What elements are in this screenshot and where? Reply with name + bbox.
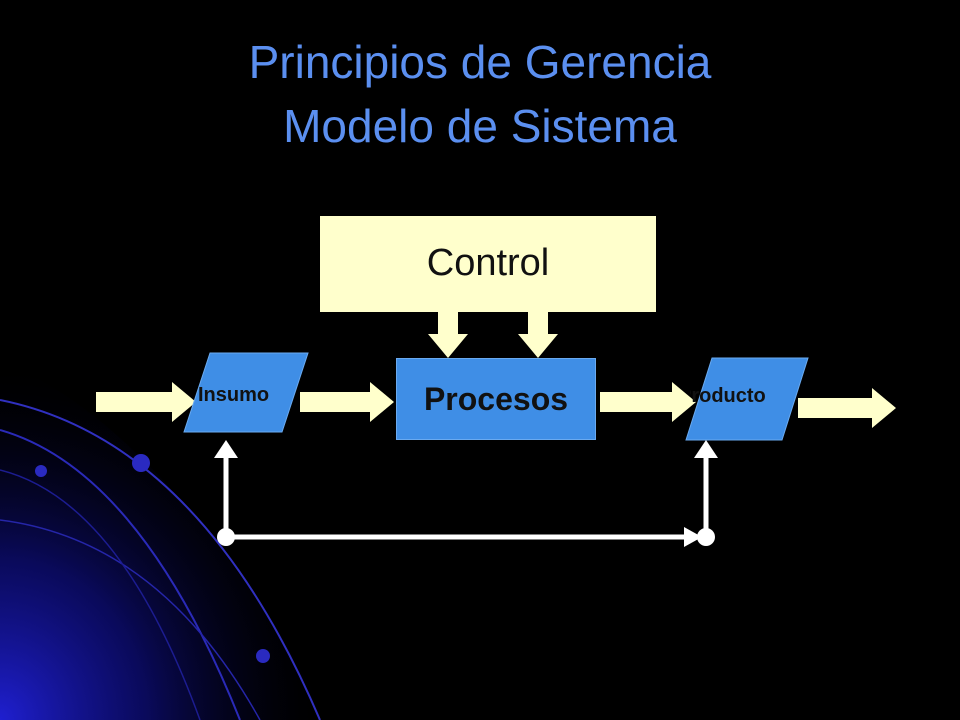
decor-dot [35, 465, 47, 477]
control-arrow-left [428, 300, 468, 358]
input-shape [183, 352, 309, 433]
output-label: Producto [690, 385, 766, 407]
feedback-arrowhead-left [214, 440, 238, 458]
feedback-node-left [217, 528, 235, 546]
feedback-node-right [697, 528, 715, 546]
process-box: Procesos [396, 358, 596, 440]
process-label: Procesos [423, 380, 569, 417]
input-label: Insumo [198, 384, 270, 406]
decor-dot [256, 649, 270, 663]
output-arrow [798, 388, 896, 428]
output-shape [685, 357, 809, 441]
control-label: Control [426, 241, 550, 284]
decor-dot [132, 454, 150, 472]
feedback-arrowhead-bottom [684, 527, 702, 547]
slide-title-line-2: Modelo de Sistema [283, 100, 677, 152]
slide-title-line-1: Principios de Gerencia [248, 36, 712, 88]
input-arrow [96, 382, 196, 422]
feedback-arrowhead-right [694, 440, 718, 458]
process-to-output-arrow [600, 382, 696, 422]
control-box: Control [320, 216, 656, 312]
output-label-clip: Producto [690, 385, 798, 419]
control-arrow-right [518, 300, 558, 358]
input-to-process-arrow [300, 382, 394, 422]
